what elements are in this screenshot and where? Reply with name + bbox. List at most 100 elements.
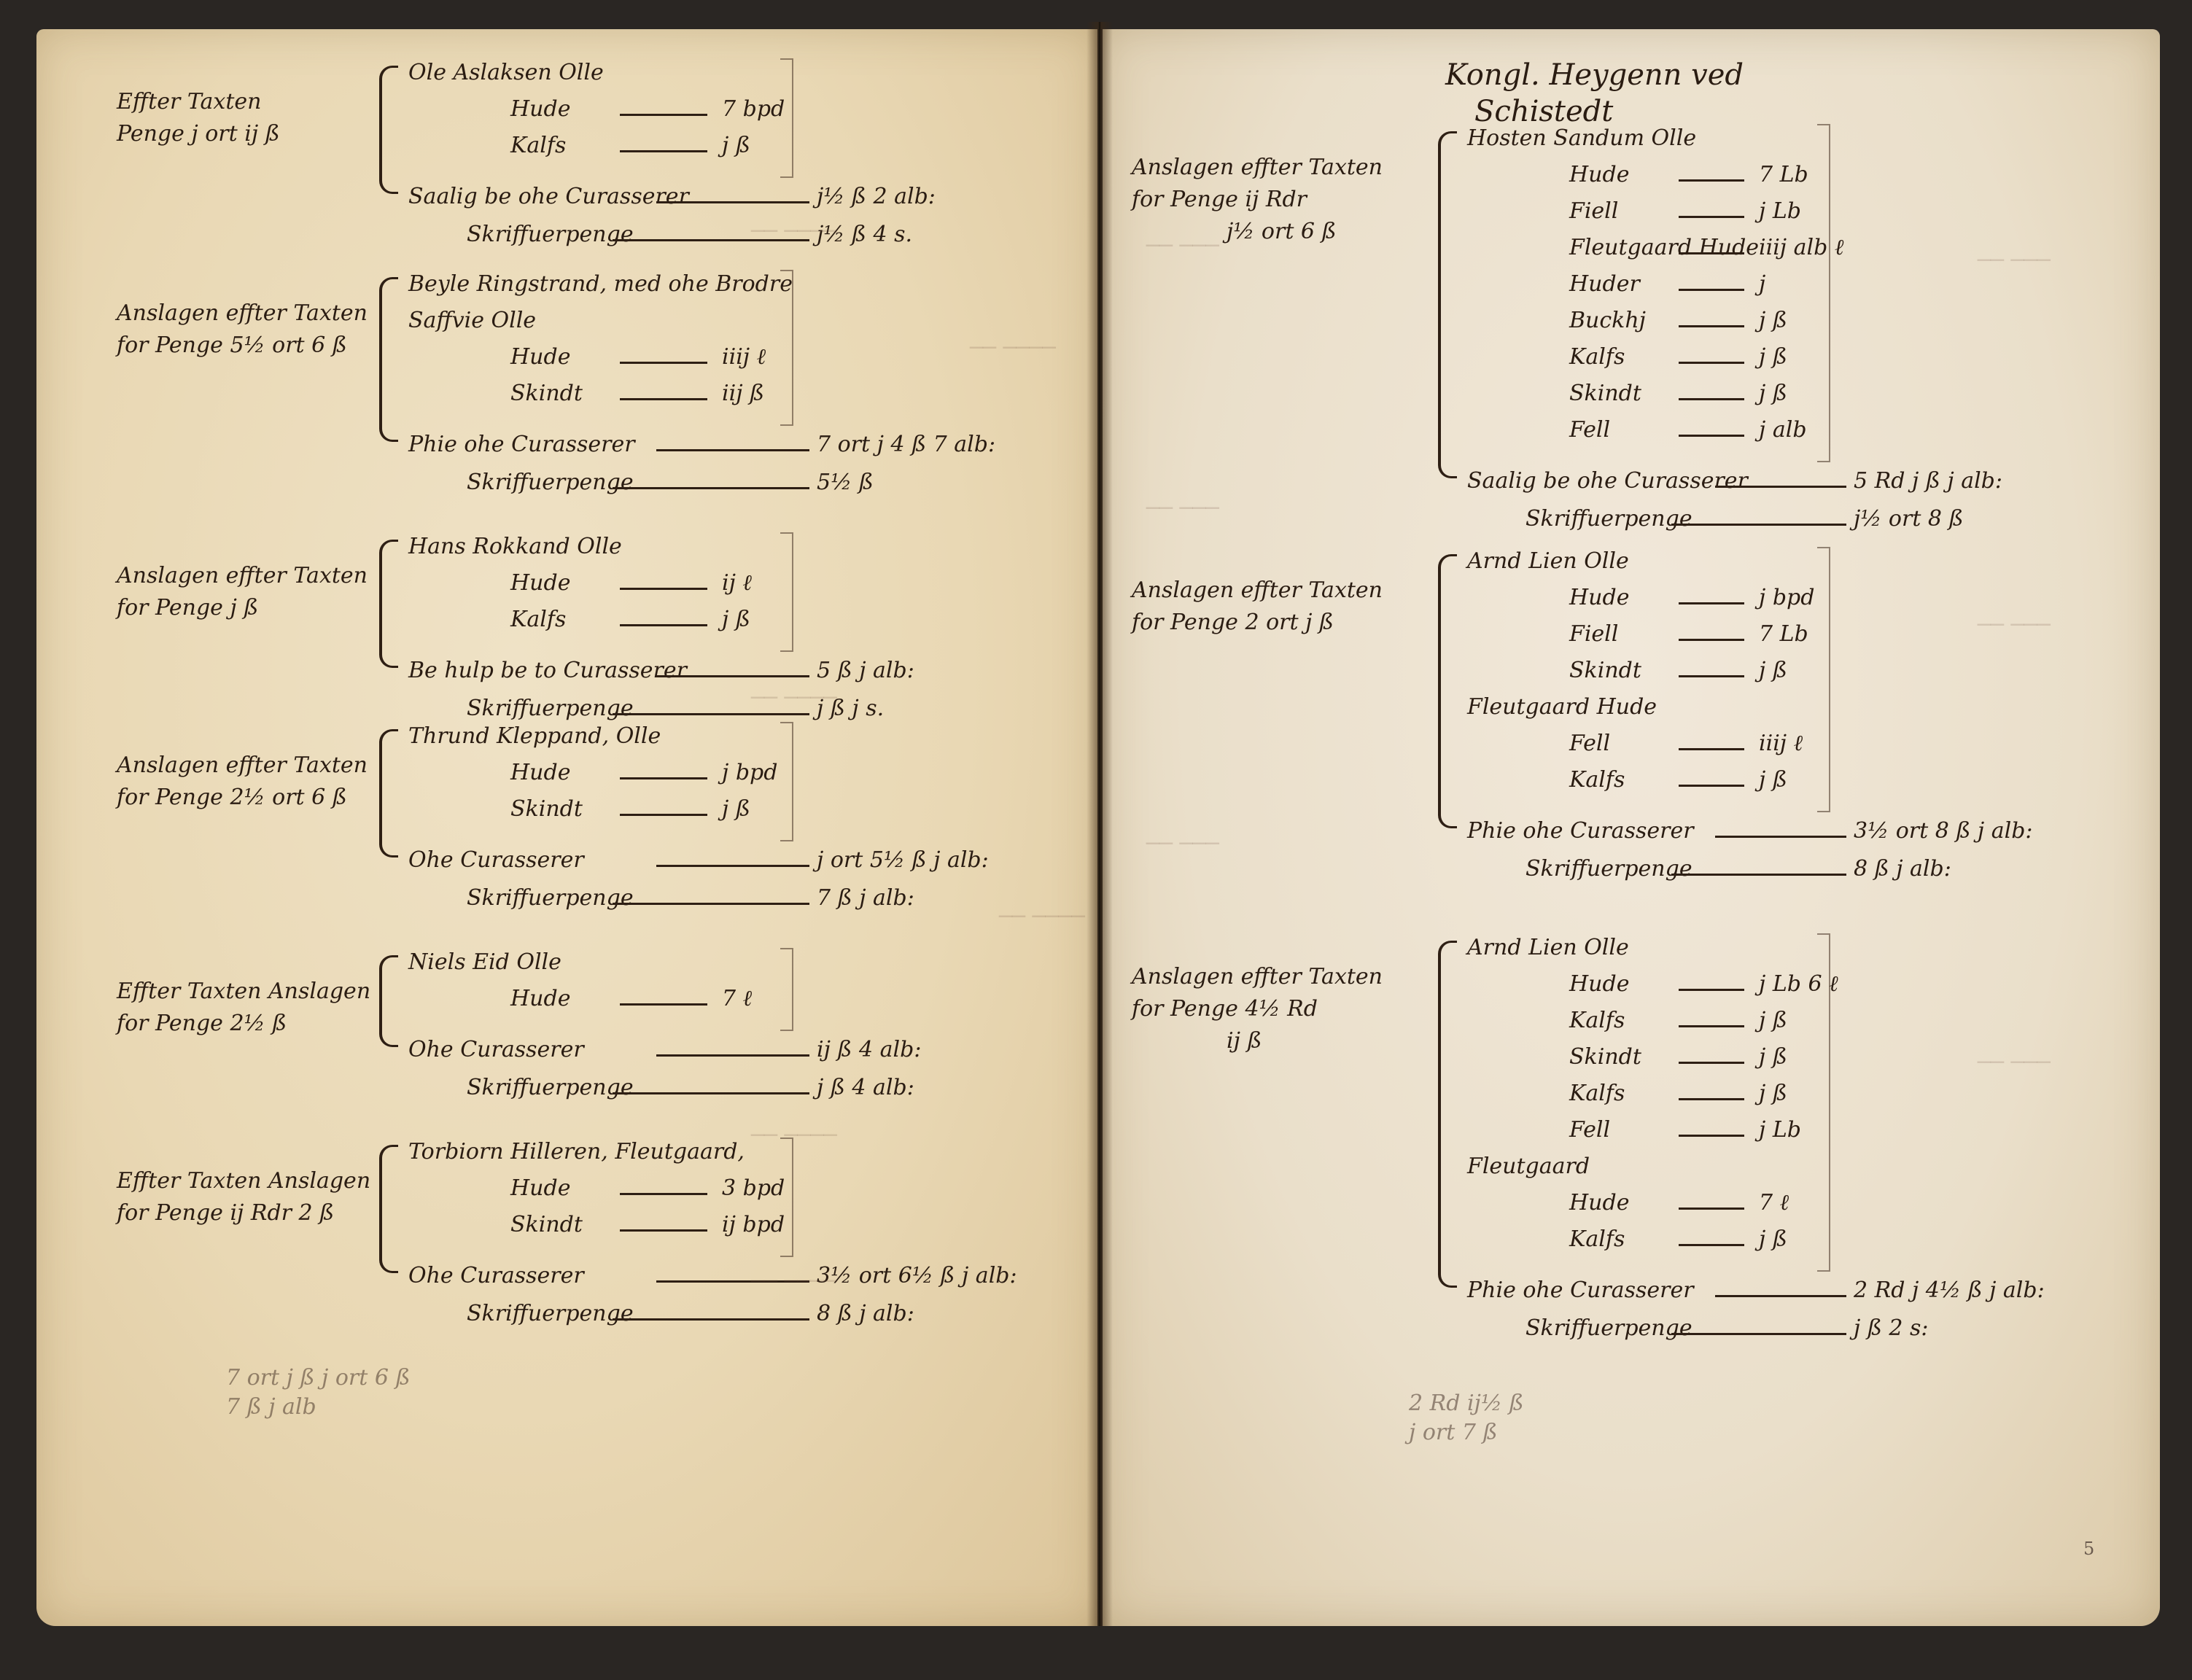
- total-value: 2 Rd j 4½ ß j alb:: [1854, 1278, 2045, 1303]
- entry-frame: [780, 1138, 793, 1257]
- total-name: Skriffuerpenge: [1526, 1315, 1692, 1341]
- item-value: j Lb 6 ℓ: [1759, 971, 1838, 997]
- entry-brace: [379, 729, 398, 858]
- item-value: j ß: [1759, 1226, 1787, 1252]
- item-value: j ß: [1759, 1008, 1787, 1033]
- item-name: Fell: [1569, 417, 1611, 443]
- item-name: Kalfs: [510, 607, 567, 632]
- total-leader-line: [656, 675, 809, 677]
- total-value: 3½ ort 6½ ß j alb:: [817, 1263, 1017, 1288]
- item-value: 7 ℓ: [722, 986, 753, 1011]
- total-value: 8 ß j alb:: [1854, 856, 1951, 882]
- item-value: j ß: [722, 607, 750, 632]
- total-leader-line: [613, 239, 809, 241]
- item-name: Hude: [1569, 585, 1630, 610]
- entry-intro-line: Anslagen effter Taxten: [117, 563, 368, 588]
- ink-bleed: ──── ──: [751, 219, 837, 244]
- entry-brace: [1438, 131, 1457, 478]
- total-name: Ohe Curasserer: [408, 1263, 584, 1288]
- item-name: Fiell: [1569, 621, 1619, 647]
- total-name: Be hulp be to Curasserer: [408, 658, 687, 683]
- footer-note: 2 Rd ij½ ß: [1409, 1391, 1524, 1416]
- item-value: 7 ℓ: [1759, 1190, 1789, 1216]
- item-name: Skindt: [1569, 658, 1641, 683]
- item-name: Kalfs: [1569, 344, 1625, 370]
- entry-intro-line: for Penge j ß: [117, 595, 259, 621]
- item-value: 7 bpd: [722, 96, 785, 122]
- item-leader-line: [1679, 1025, 1744, 1027]
- item-name: Saffvie Olle: [408, 308, 537, 333]
- item-leader-line: [620, 362, 707, 364]
- entry-intro-line: for Penge 2½ ort 6 ß: [117, 785, 347, 810]
- entry-brace: [379, 277, 398, 442]
- item-leader-line: [1679, 989, 1744, 991]
- ink-bleed: ─── ──: [1146, 831, 1219, 857]
- ink-bleed: ──── ──: [751, 1269, 837, 1294]
- item-value: j ß: [1759, 658, 1787, 683]
- item-leader-line: [620, 777, 707, 779]
- page-heading: Schistedt: [1474, 95, 1614, 128]
- entry-frame: [1817, 933, 1830, 1272]
- item-name: Hude: [1569, 971, 1630, 997]
- item-name: Fleutgaard Hude: [1569, 235, 1760, 260]
- page-heading: Kongl. Heygenn ved: [1445, 58, 1744, 92]
- item-leader-line: [1679, 748, 1744, 750]
- total-value: j ß j s.: [817, 696, 885, 721]
- item-value: j Lb: [1759, 1117, 1801, 1143]
- total-name: Ohe Curasserer: [408, 847, 584, 873]
- item-name: Fiell: [1569, 198, 1619, 224]
- ink-bleed: ──── ──: [751, 1123, 837, 1148]
- ink-bleed: ─── ──: [1146, 233, 1219, 259]
- item-leader-line: [1679, 252, 1744, 254]
- total-leader-line: [613, 487, 809, 489]
- ink-bleed: ─── ──: [1978, 612, 2051, 638]
- entry-intro-line: for Penge 2 ort j ß: [1132, 610, 1334, 635]
- ink-bleed: ──── ──: [999, 904, 1085, 930]
- entry-intro-line: Anslagen effter Taxten: [117, 300, 368, 326]
- entry-intro-line: Anslagen effter Taxten: [117, 752, 368, 778]
- item-leader-line: [620, 1193, 707, 1195]
- entry-intro-line: Effter Taxten Anslagen: [117, 979, 371, 1004]
- total-name: Saalig be ohe Curasserer: [1467, 468, 1748, 494]
- total-value: 7 ort j 4 ß 7 alb:: [817, 432, 996, 457]
- total-value: j½ ß 2 alb:: [817, 184, 936, 209]
- item-value: iiij ℓ: [722, 344, 766, 370]
- item-name: Hans Rokkand Olle: [408, 534, 622, 559]
- entry-frame: [780, 532, 793, 652]
- item-name: Hude: [1569, 1190, 1630, 1216]
- item-value: iij ß: [722, 381, 765, 406]
- entry-frame: [780, 58, 793, 178]
- item-leader-line: [1679, 639, 1744, 641]
- entry-brace: [1438, 941, 1457, 1288]
- total-leader-line: [656, 449, 809, 451]
- entry-intro-line: for Penge 5½ ort 6 ß: [117, 332, 347, 358]
- total-name: Phie ohe Curasserer: [1467, 1278, 1694, 1303]
- item-value: ij bpd: [722, 1212, 785, 1237]
- entry-brace: [379, 955, 398, 1047]
- item-leader-line: [1679, 1062, 1744, 1064]
- item-name: Ole Aslaksen Olle: [408, 60, 604, 85]
- item-name: Beyle Ringstrand, med ohe Brodre: [408, 271, 793, 297]
- total-name: Skriffuerpenge: [1526, 856, 1692, 882]
- item-name: Fell: [1569, 1117, 1611, 1143]
- item-leader-line: [620, 624, 707, 626]
- total-leader-line: [1715, 1295, 1846, 1297]
- ink-bleed: ─── ──: [1978, 248, 2051, 273]
- item-name: Thrund Kleppand, Olle: [408, 723, 661, 749]
- entry-brace: [379, 66, 398, 194]
- item-leader-line: [1679, 289, 1744, 291]
- item-value: j ß: [722, 796, 750, 822]
- item-leader-line: [620, 588, 707, 590]
- total-name: Skriffuerpenge: [467, 696, 634, 721]
- item-name: Hude: [510, 96, 571, 122]
- item-leader-line: [620, 114, 707, 116]
- item-leader-line: [1679, 435, 1744, 437]
- ink-bleed: ──── ──: [751, 685, 837, 711]
- entry-intro-line: Effter Taxten Anslagen: [117, 1168, 371, 1194]
- total-value: 3½ ort 8 ß j alb:: [1854, 818, 2033, 844]
- item-name: Fleutgaard: [1467, 1154, 1590, 1179]
- item-value: j ß: [1759, 767, 1787, 793]
- entry-brace: [379, 1145, 398, 1273]
- total-name: Skriffuerpenge: [467, 470, 634, 495]
